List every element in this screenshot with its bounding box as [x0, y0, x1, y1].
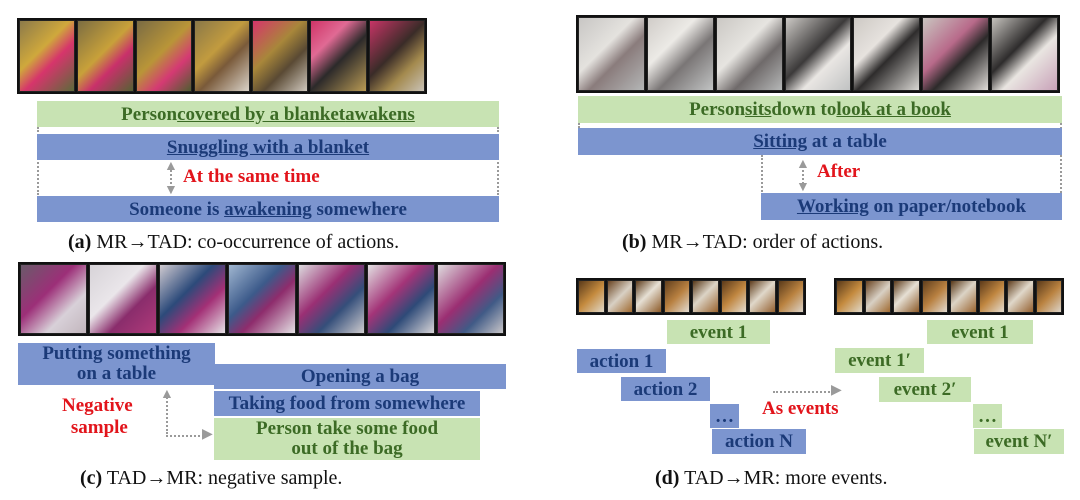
video-frame — [777, 280, 804, 313]
video-frame — [77, 20, 134, 92]
video-frame — [578, 280, 605, 313]
arrow-right-icon: ▶ — [831, 383, 842, 398]
video-frame — [864, 280, 891, 313]
video-frame — [1035, 280, 1062, 313]
arrow-right-icon: ▶ — [202, 427, 213, 442]
panel-a-video-frames — [17, 18, 427, 94]
panel-c-action-bar-1: Opening a bag — [214, 364, 506, 389]
video-frame — [368, 20, 425, 92]
panel-b-relation-arrow — [802, 166, 804, 184]
relation-line: Negative — [62, 395, 133, 416]
video-frame — [20, 264, 88, 334]
panel-a-relation-arrow — [170, 166, 172, 188]
arrow-up-icon: ▲ — [160, 387, 174, 402]
panel-d-event-1-prime: event 1′ — [835, 348, 924, 373]
panel-a-query-bar: Person covered by a blanket awakens — [37, 101, 499, 127]
panel-b-action-bar-2: Working on paper/notebook — [761, 193, 1062, 220]
panel-d-event-2-prime: event 2′ — [879, 377, 971, 402]
video-frame — [692, 280, 719, 313]
relation-line: sample — [70, 417, 128, 438]
panel-b-action-bar-1: Sitting at a table — [578, 128, 1062, 155]
video-frame — [978, 280, 1005, 313]
panel-c-query-bar: Person take some food out of the bag — [214, 418, 480, 460]
video-frame — [853, 17, 921, 91]
panel-d-video-frames-right — [834, 278, 1064, 315]
video-frame — [606, 280, 633, 313]
video-frame — [310, 20, 367, 92]
panel-d-event-right: event 1 — [927, 320, 1033, 344]
panel-b-relation-label: After — [817, 161, 861, 182]
panel-d-event-left: event 1 — [667, 320, 770, 344]
video-frame — [1007, 280, 1034, 313]
panel-d-action-n: action N — [712, 429, 806, 454]
video-frame — [193, 20, 251, 92]
arrow-down-icon: ▼ — [164, 183, 178, 198]
panel-d-action-ellipsis: … — [710, 404, 739, 428]
video-frame — [663, 280, 690, 313]
video-frame — [89, 264, 157, 334]
panel-d-relation-label: As events — [762, 398, 839, 419]
panel-d-action-1: action 1 — [577, 349, 666, 373]
arrow-down-icon: ▼ — [796, 180, 810, 195]
video-frame — [228, 264, 296, 334]
video-frame — [749, 280, 776, 313]
panel-d-event-ellipsis: … — [973, 404, 1002, 428]
video-frame — [135, 20, 192, 92]
panel-c-caption: (c) TAD→MR: negative sample. — [80, 467, 343, 489]
panel-c-action-bar-2: Taking food from somewhere — [214, 391, 480, 416]
video-frame — [991, 17, 1059, 91]
panel-c-relation-arrow — [166, 394, 168, 434]
video-frame — [252, 20, 309, 92]
panel-d-caption: (d) TAD→MR: more events. — [655, 467, 888, 489]
video-frame — [950, 280, 977, 313]
video-frame — [715, 17, 783, 91]
panel-a-action-bar-1: Snuggling with a blanket — [37, 134, 499, 160]
video-frame — [635, 280, 662, 313]
panel-a-action-bar-2: Someone is awakening somewhere — [37, 196, 499, 222]
panel-a-left-guide — [37, 127, 39, 195]
panel-d-event-n-prime: event N′ — [974, 429, 1064, 454]
video-frame — [921, 280, 948, 313]
panel-d-video-frames-left — [576, 278, 806, 315]
panel-c-relation-arrow-horizontal — [166, 435, 204, 437]
video-frame — [19, 20, 76, 92]
panel-b-right-guide — [1060, 123, 1062, 213]
video-frame — [297, 264, 366, 334]
arrow-up-icon: ▲ — [796, 157, 810, 172]
panel-b-query-bar: Person sits down to look at a book — [578, 96, 1062, 123]
video-frame — [158, 264, 227, 334]
panel-c-left-action-bar: Putting something on a table — [18, 343, 215, 385]
arrow-up-icon: ▲ — [164, 159, 178, 174]
video-frame — [367, 264, 435, 334]
video-frame — [893, 280, 920, 313]
panel-b-caption: (b) MR→TAD: order of actions. — [622, 231, 884, 253]
panel-b-left-guide — [578, 123, 580, 131]
panel-c-relation-label: Negative sample — [62, 395, 133, 439]
video-frame — [578, 17, 645, 91]
video-frame — [646, 17, 714, 91]
panel-a-right-guide — [497, 127, 499, 195]
video-frame — [784, 17, 852, 91]
panel-a-caption: (a) MR→TAD: co-occurrence of actions. — [68, 231, 400, 253]
panel-d-action-2: action 2 — [621, 377, 710, 401]
video-frame — [720, 280, 747, 313]
video-frame — [836, 280, 863, 313]
panel-d-relation-arrow — [773, 391, 833, 393]
video-frame — [922, 17, 990, 91]
panel-b-video-frames — [576, 15, 1060, 93]
panel-c-video-frames — [18, 262, 506, 336]
panel-a-relation-label: At the same time — [183, 166, 320, 187]
panel-b-connector — [761, 155, 763, 195]
video-frame — [436, 264, 504, 334]
